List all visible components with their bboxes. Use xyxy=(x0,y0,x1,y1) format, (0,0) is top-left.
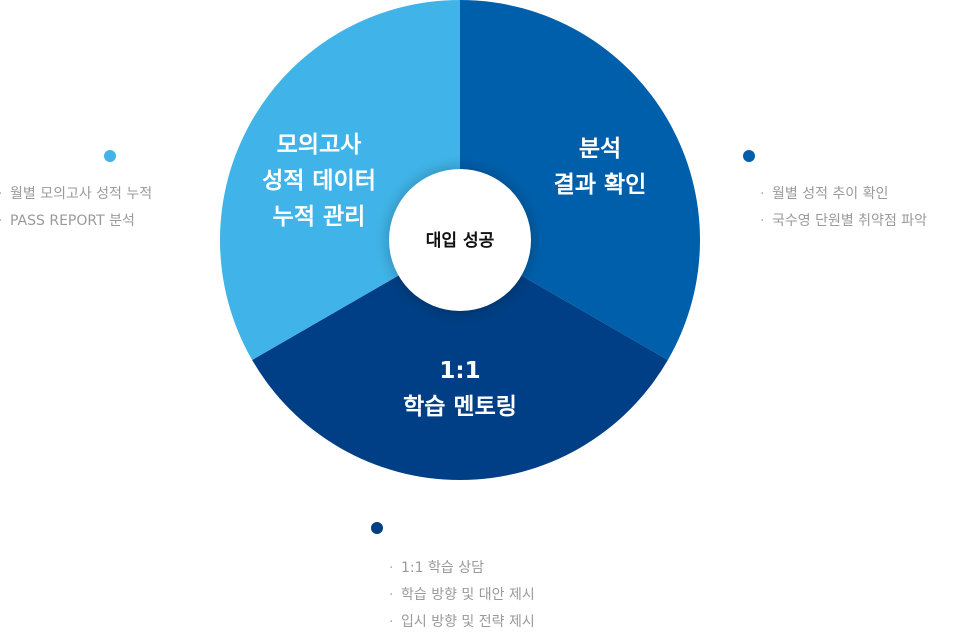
segment-mentoring-label-line-2: 학습 멘토링 xyxy=(403,394,517,420)
mentoring-note: 학습 방향 및 대안 제시 xyxy=(389,582,535,609)
center-circle xyxy=(389,169,531,311)
mentoring-note: 1:1 학습 상담 xyxy=(389,555,535,582)
center-label: 대입 성공 xyxy=(426,231,495,251)
mentoring-notes: 1:1 학습 상담 학습 방향 및 대안 제시 입시 방향 및 전략 제시 xyxy=(389,555,535,636)
analysis-marker-dot xyxy=(743,150,755,162)
mentoring-note: 입시 방향 및 전략 제시 xyxy=(389,609,535,636)
segment-analysis-label-line-1: 분석 xyxy=(579,136,621,162)
accumulation-note: 월별 모의고사 성적 누적 xyxy=(0,181,152,208)
segment-accumulation-label-line-1: 모의고사 xyxy=(277,132,362,158)
segment-analysis-label-line-2: 결과 확인 xyxy=(554,172,647,198)
segment-mentoring xyxy=(252,240,668,481)
analysis-notes: 월별 성적 추이 확인 국수영 단원별 취약점 파악 xyxy=(760,181,927,235)
accumulation-marker-dot xyxy=(104,150,116,162)
accumulation-note: PASS REPORT 분석 xyxy=(0,208,152,235)
analysis-note: 국수영 단원별 취약점 파악 xyxy=(760,208,927,235)
accumulation-notes: 월별 모의고사 성적 누적 PASS REPORT 분석 xyxy=(0,181,152,235)
mentoring-marker-dot xyxy=(371,522,383,534)
segment-accumulation-label-line-3: 누적 관리 xyxy=(273,204,366,230)
segment-accumulation-label-line-2: 성적 데이터 xyxy=(262,168,376,194)
segment-mentoring-label-line-1: 1:1 xyxy=(439,358,480,384)
analysis-note: 월별 성적 추이 확인 xyxy=(760,181,927,208)
